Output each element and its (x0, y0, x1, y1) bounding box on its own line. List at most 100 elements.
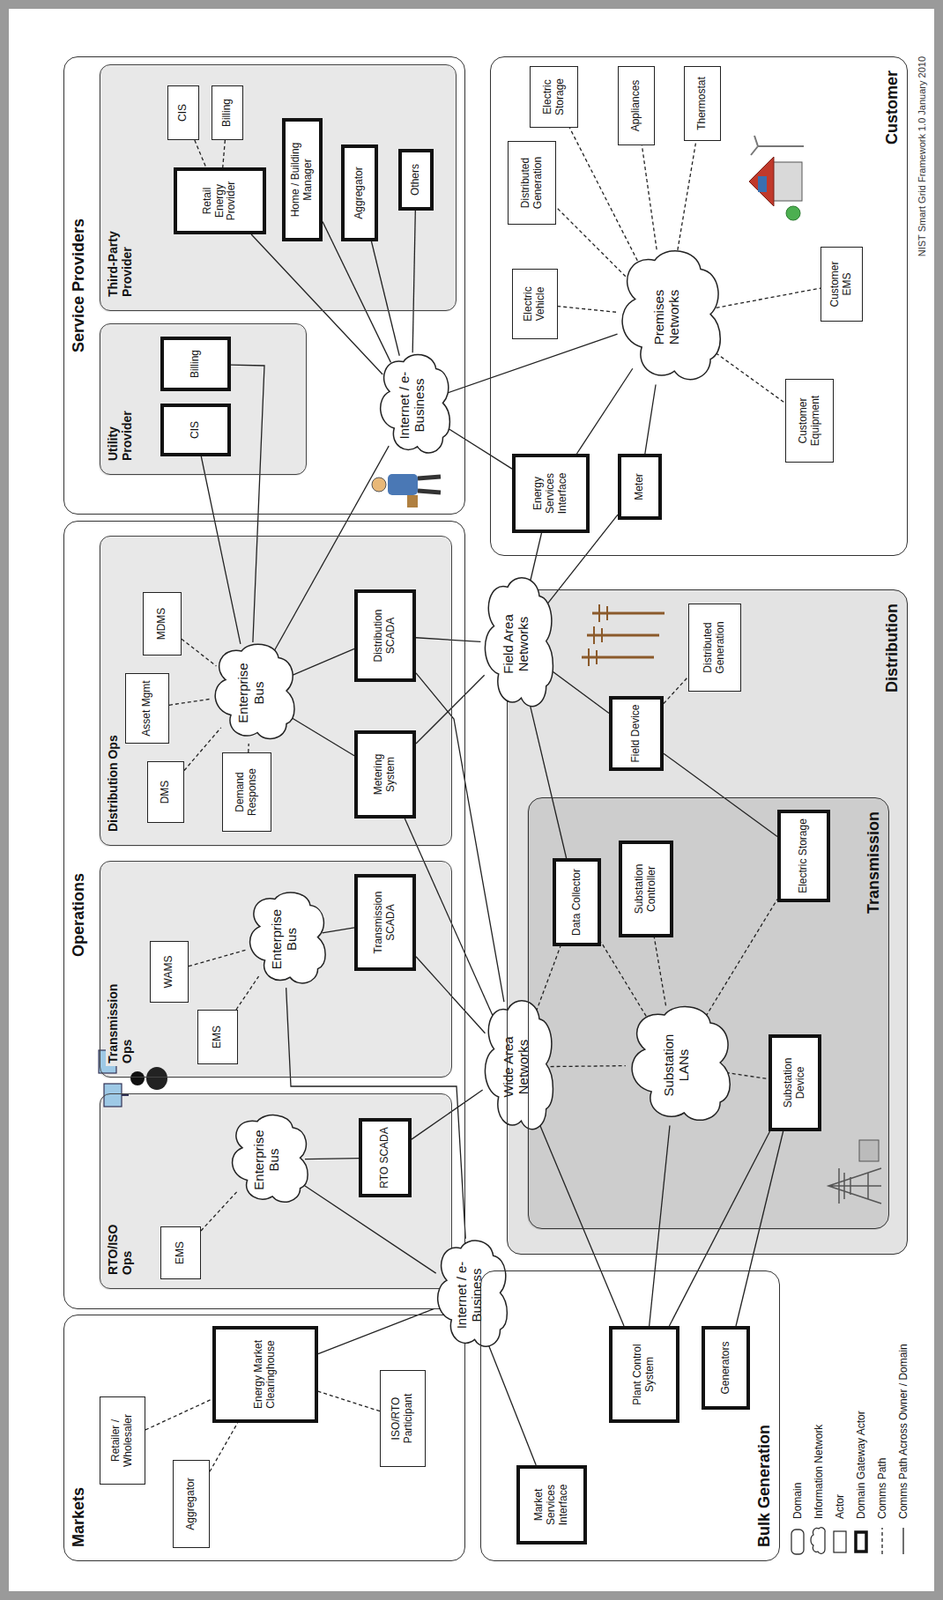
actor-label: Customer Equipment (797, 382, 823, 460)
legend-sample (788, 1526, 807, 1557)
legend-sample (894, 1526, 913, 1557)
domain-title: Transmission Ops (105, 964, 134, 1067)
actor-label: Market Services Interface (533, 1471, 570, 1539)
comms-path-across-domain (286, 987, 467, 1240)
comms-path-across-domain (411, 1090, 483, 1140)
domain-panel: TransmissionSubstation LANsData Collecto… (527, 797, 890, 1230)
comms-path (601, 942, 646, 1017)
panel-fill (98, 861, 452, 1079)
domain-title: Operations (69, 870, 89, 960)
domain-title: Service Providers (69, 215, 89, 356)
legend-sample (852, 1526, 870, 1557)
comms-path (209, 1423, 238, 1472)
actor-label: Demand Response (234, 756, 260, 829)
actor-box: Thermostat (683, 66, 721, 142)
network-label: Field Area Networks (500, 593, 532, 696)
subdomain-panel: Distribution OpsDMSAsset MgmtMDMSDemand … (99, 535, 453, 847)
network-cloud: Enterprise Bus (239, 886, 328, 993)
comms-path (184, 727, 222, 772)
service-person-icon (371, 474, 441, 508)
comms-path-across-domain (200, 456, 241, 645)
comms-path (247, 743, 250, 753)
comms-path (550, 1065, 626, 1068)
actor-label: Energy Services Interface (532, 460, 569, 528)
comms-path-across-domain (371, 241, 400, 357)
comms-path-across-domain (530, 533, 543, 582)
actor-label: EMS (211, 1025, 224, 1049)
gateway-actor-box: Metering System (354, 730, 416, 819)
subdomain-panel: Utility ProviderCISBilling (99, 323, 307, 476)
panel-fill (63, 56, 466, 515)
comms-path (711, 349, 786, 404)
domain-title: Distribution (883, 601, 902, 696)
actor-label: Home / Building Manager (289, 124, 315, 236)
source-note: NIST Smart Grid Framework 1.0 January 20… (916, 56, 928, 587)
actor-label: Metering System (372, 736, 398, 813)
network-label: Enterprise Bus (235, 655, 267, 731)
legend-row: Domain (787, 1343, 809, 1557)
domain-title: Customer (883, 67, 902, 148)
actor-box: DMS (147, 761, 185, 824)
comms-path (705, 899, 778, 1018)
actor-box: Aggregator (172, 1460, 210, 1549)
comms-path-across-domain (322, 928, 355, 934)
network-label: Enterprise Bus (251, 1125, 283, 1195)
actor-label: ISO/RTO Participant (390, 1373, 416, 1464)
comms-path-across-domain (445, 334, 617, 394)
gateway-actor-box: Field Device (608, 696, 664, 772)
comms-path-across-domain (537, 1120, 624, 1327)
comms-path (641, 145, 657, 250)
comms-path (236, 976, 260, 1010)
actor-label: Generators (720, 1341, 733, 1395)
domain-title: Utility Provider (105, 378, 134, 464)
gateway-actor-box: Home / Building Manager (282, 118, 323, 242)
comms-path-across-domain (289, 648, 355, 676)
panel-fill (63, 1314, 466, 1562)
network-label: Substation LANs (660, 1020, 692, 1111)
actor-label: Retailer / Wholesaler (110, 1400, 135, 1482)
actor-box: Distributed Generation (688, 603, 742, 692)
actor-label: Billing (221, 98, 234, 127)
actor-label: Distribution SCADA (372, 595, 398, 676)
gateway-actor-box: Substation Controller (618, 840, 674, 938)
subdomain-panel: RTO/ISO OpsEMSEnterprise BusRTO SCADA (99, 1093, 453, 1290)
gateway-actor-box: Market Services Interface (516, 1465, 587, 1545)
comms-path (653, 937, 666, 1006)
comms-path (318, 1391, 380, 1411)
actor-label: Substation Controller (633, 846, 659, 932)
utility-poles-icon (581, 604, 665, 667)
domain-panel: DistributionTransmissionSubstation LANsD… (506, 589, 908, 1255)
actor-label: Field Device (630, 704, 643, 763)
legend-row: Information Network (808, 1343, 830, 1557)
actor-box: EMS (197, 1009, 238, 1065)
panel-fill (98, 536, 452, 847)
actor-box: Electric Vehicle (512, 268, 558, 340)
comms-path-across-domain (415, 957, 485, 1034)
network-cloud: Premises Networks (608, 242, 724, 393)
comms-path (222, 140, 226, 168)
network-cloud: Internet / e-Business (428, 1233, 510, 1358)
network-cloud: Wide Area Networks (475, 992, 556, 1143)
network-label: Wide Area Networks (500, 1016, 532, 1119)
actor-label: CIS (189, 421, 202, 439)
comms-path-across-domain (548, 668, 609, 713)
gateway-actor-box: Substation Device (768, 1034, 822, 1132)
comms-path (535, 946, 560, 1012)
comms-path-across-domain (304, 1158, 359, 1160)
domain-panel: Bulk GenerationMarket Services Interface… (480, 1270, 780, 1562)
panel-fill (480, 1270, 780, 1562)
legend-row: Domain Gateway Actor (850, 1343, 872, 1557)
actor-label: Customer EMS (829, 250, 854, 319)
actor-box: MDMS (142, 592, 182, 656)
comms-path (716, 288, 821, 308)
panel-fill (527, 798, 889, 1231)
legend-row: Comms Path (871, 1343, 893, 1557)
comms-path (726, 1072, 769, 1079)
actor-label: DMS (159, 780, 172, 805)
network-cloud: Enterprise Bus (222, 1109, 311, 1211)
legend-sample (831, 1526, 849, 1557)
comms-path-across-domain (412, 210, 416, 353)
panel-fill (490, 56, 908, 557)
